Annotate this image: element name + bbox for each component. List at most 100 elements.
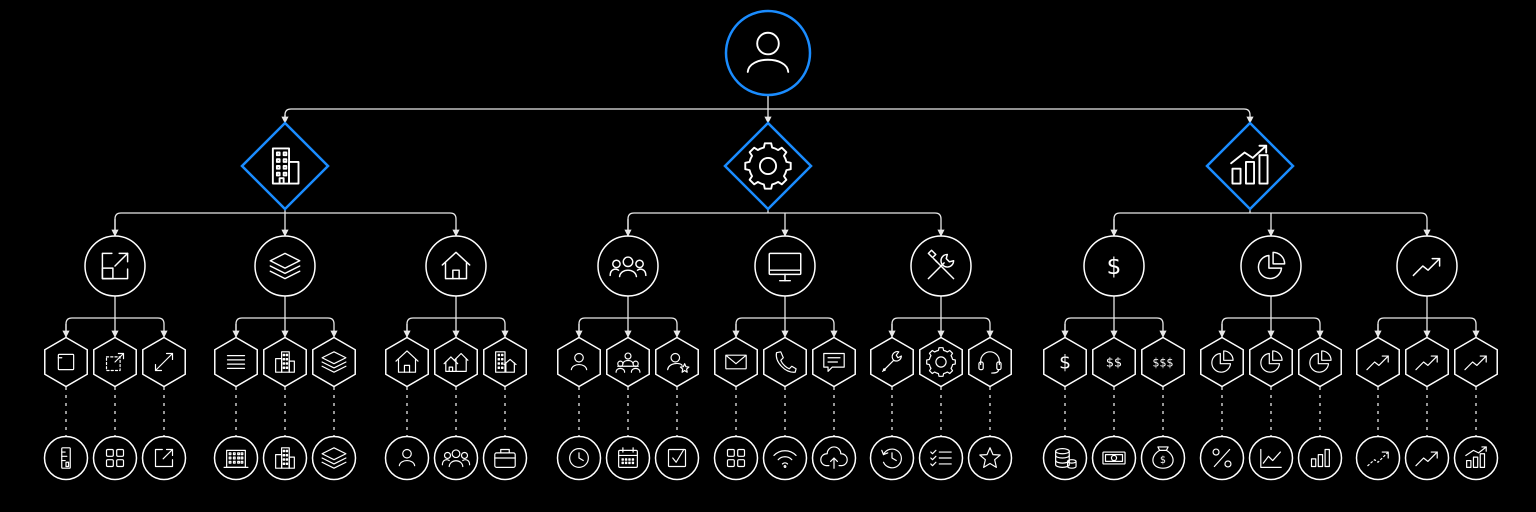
leaf-node-3-1-3[interactable]: $$$ bbox=[1141, 336, 1185, 388]
sub-node-1-1-2[interactable] bbox=[92, 435, 138, 481]
sub-node-2-3-2[interactable] bbox=[918, 435, 964, 481]
checkbox-icon bbox=[667, 448, 687, 468]
leaf-node-1-2-1[interactable] bbox=[214, 336, 258, 388]
sub-node-1-2-2[interactable] bbox=[262, 435, 308, 481]
branch-node-3[interactable] bbox=[1205, 121, 1295, 211]
headset-icon bbox=[978, 351, 1002, 374]
pie-chart-icon bbox=[1309, 350, 1332, 373]
category-node-2-3[interactable] bbox=[910, 235, 972, 297]
category-node-2-2[interactable] bbox=[754, 235, 816, 297]
leaf-node-3-1-1[interactable]: $ bbox=[1043, 336, 1087, 388]
branch-node-1[interactable] bbox=[240, 121, 330, 211]
wifi-icon bbox=[773, 450, 797, 468]
sub-node-1-2-1[interactable] bbox=[213, 435, 259, 481]
briefcase-icon bbox=[494, 448, 516, 468]
leaf-node-2-3-2[interactable] bbox=[919, 336, 963, 388]
leaf-node-3-2-3[interactable] bbox=[1298, 336, 1342, 388]
checklist-icon bbox=[930, 449, 952, 467]
layers-icon bbox=[269, 252, 301, 280]
connector-lines bbox=[62, 95, 1480, 436]
category-node-3-2[interactable] bbox=[1240, 235, 1302, 297]
bank-icon bbox=[223, 449, 249, 468]
sub-node-1-1-3[interactable] bbox=[141, 435, 187, 481]
sub-node-1-3-2[interactable] bbox=[433, 435, 479, 481]
leaf-node-2-2-3[interactable] bbox=[812, 336, 856, 388]
connector-bracket bbox=[406, 317, 506, 337]
sub-node-1-2-3[interactable] bbox=[311, 435, 357, 481]
leaf-node-1-1-2[interactable] bbox=[93, 336, 137, 388]
leaf-node-1-2-2[interactable] bbox=[263, 336, 307, 388]
sub-node-3-3-1[interactable] bbox=[1355, 435, 1401, 481]
leaf-node-2-1-3[interactable] bbox=[655, 336, 699, 388]
sub-node-2-1-2[interactable] bbox=[605, 435, 651, 481]
leaf-node-2-2-2[interactable] bbox=[763, 336, 807, 388]
sub-node-2-3-3[interactable] bbox=[967, 435, 1013, 481]
diagonal-arrows-icon bbox=[154, 352, 174, 372]
category-node-1-1[interactable] bbox=[84, 235, 146, 297]
leaf-node-1-1-3[interactable] bbox=[142, 336, 186, 388]
sub-node-2-3-1[interactable] bbox=[869, 435, 915, 481]
square-icon bbox=[57, 353, 75, 371]
person-icon bbox=[570, 352, 588, 371]
sub-node-3-1-3[interactable]: $ bbox=[1140, 435, 1186, 481]
grid-icon bbox=[726, 448, 746, 468]
leaf-node-1-2-3[interactable] bbox=[312, 336, 356, 388]
dollar-2-icon: $$ bbox=[1106, 355, 1122, 370]
dollar-3-icon: $$$ bbox=[1152, 356, 1173, 369]
sub-node-3-3-2[interactable] bbox=[1404, 435, 1450, 481]
leaf-node-1-3-3[interactable] bbox=[483, 336, 527, 388]
sub-node-2-1-1[interactable] bbox=[556, 435, 602, 481]
sub-node-2-2-2[interactable] bbox=[762, 435, 808, 481]
svg-text:$$: $$ bbox=[1106, 355, 1122, 370]
leaf-node-2-3-1[interactable] bbox=[870, 336, 914, 388]
connector-bracket bbox=[1113, 212, 1428, 236]
sub-node-3-2-2[interactable] bbox=[1248, 435, 1294, 481]
group-icon bbox=[441, 449, 471, 468]
category-node-3-1[interactable]: $ bbox=[1083, 235, 1145, 297]
sub-node-3-2-1[interactable] bbox=[1199, 435, 1245, 481]
connector-bracket bbox=[235, 317, 335, 337]
expand-box-icon bbox=[101, 252, 129, 280]
category-node-1-2[interactable] bbox=[254, 235, 316, 297]
category-node-2-1[interactable] bbox=[597, 235, 659, 297]
leaf-node-3-3-1[interactable] bbox=[1356, 336, 1400, 388]
connector-bracket bbox=[891, 317, 991, 337]
leaf-node-2-1-1[interactable] bbox=[557, 336, 601, 388]
svg-text:$: $ bbox=[1107, 254, 1122, 280]
diagram-nodes: $$$$$$$$ bbox=[43, 9, 1499, 481]
sub-node-3-2-3[interactable] bbox=[1297, 435, 1343, 481]
leaf-node-1-3-2[interactable] bbox=[434, 336, 478, 388]
mail-icon bbox=[725, 354, 747, 370]
sub-node-1-3-1[interactable] bbox=[384, 435, 430, 481]
sub-node-2-2-3[interactable] bbox=[811, 435, 857, 481]
leaf-node-3-1-2[interactable]: $$ bbox=[1092, 336, 1136, 388]
sub-node-1-1-1[interactable] bbox=[43, 435, 89, 481]
leaf-node-1-3-1[interactable] bbox=[385, 336, 429, 388]
leaf-node-3-2-2[interactable] bbox=[1249, 336, 1293, 388]
leaf-node-3-3-2[interactable] bbox=[1405, 336, 1449, 388]
sub-node-3-1-1[interactable] bbox=[1042, 435, 1088, 481]
connector-bracket bbox=[578, 317, 678, 337]
buildings-icon bbox=[275, 447, 295, 469]
sub-node-3-3-3[interactable] bbox=[1453, 435, 1499, 481]
leaf-node-3-3-3[interactable] bbox=[1454, 336, 1498, 388]
grid-icon bbox=[105, 448, 125, 468]
layers-icon bbox=[321, 351, 347, 373]
sub-node-3-1-2[interactable] bbox=[1091, 435, 1137, 481]
category-node-1-3[interactable] bbox=[425, 235, 487, 297]
phone-icon bbox=[775, 351, 797, 373]
leaf-node-2-1-2[interactable] bbox=[606, 336, 650, 388]
root-node[interactable] bbox=[724, 9, 812, 97]
leaf-node-1-1-1[interactable] bbox=[44, 336, 88, 388]
leaf-node-3-2-1[interactable] bbox=[1200, 336, 1244, 388]
building-icon bbox=[271, 147, 300, 185]
calendar-icon bbox=[618, 447, 638, 468]
sub-node-2-2-1[interactable] bbox=[713, 435, 759, 481]
leaf-node-2-2-1[interactable] bbox=[714, 336, 758, 388]
category-node-3-3[interactable] bbox=[1396, 235, 1458, 297]
sub-node-2-1-3[interactable] bbox=[654, 435, 700, 481]
sub-node-1-3-3[interactable] bbox=[482, 435, 528, 481]
branch-node-2[interactable] bbox=[723, 121, 813, 211]
leaf-node-2-3-3[interactable] bbox=[968, 336, 1012, 388]
trend-up-icon bbox=[1415, 355, 1438, 371]
